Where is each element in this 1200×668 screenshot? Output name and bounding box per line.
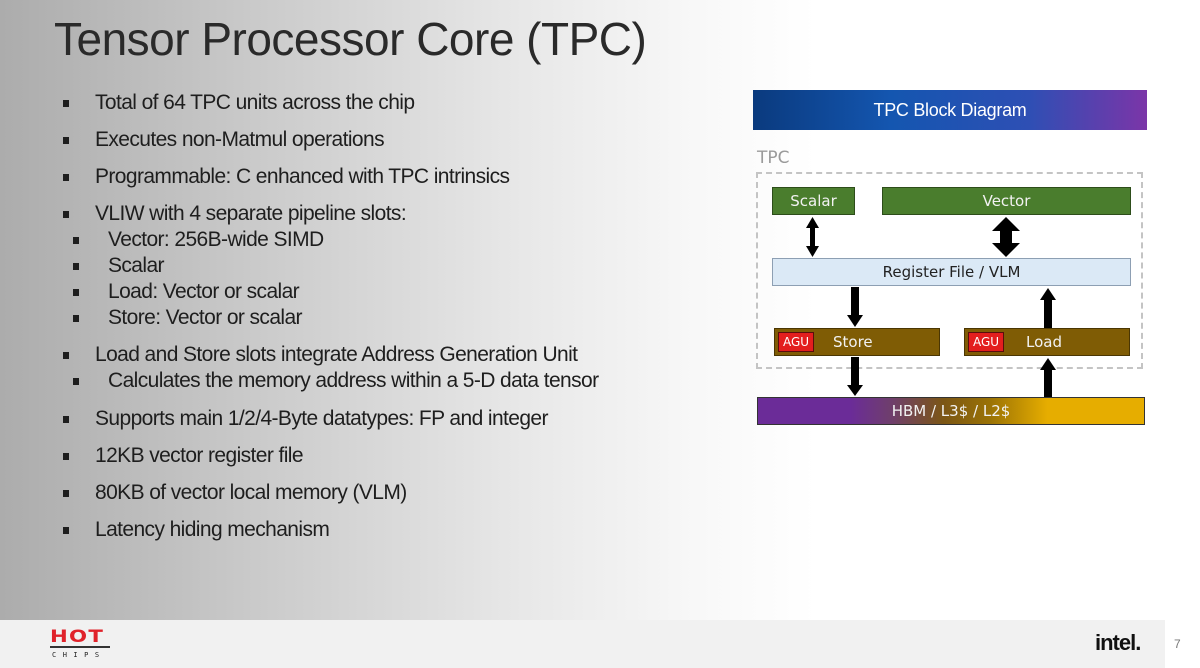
bullet-item: Executes non-Matmul operations [62,127,712,153]
intel-logo: intel. [1095,630,1141,655]
memory-block: HBM / L3$ / L2$ [757,397,1145,425]
vector-block: Vector [882,187,1131,215]
hot-chips-logo: HOT CHIPS [50,629,112,661]
bullet-item: Latency hiding mechanism [62,517,712,543]
bullet-item: VLIW with 4 separate pipeline slots: [62,201,712,227]
sub-bullet-item: Calculates the memory address within a 5… [62,368,712,394]
store-label: Store [833,333,873,351]
agu-badge: AGU [778,332,814,352]
sub-bullet-item: Store: Vector or scalar [62,305,712,331]
scalar-block: Scalar [772,187,855,215]
sub-bullet-item: Scalar [62,253,712,279]
bullet-item: 12KB vector register file [62,443,712,469]
bullet-item: Total of 64 TPC units across the chip [62,90,712,116]
bullet-list: Total of 64 TPC units across the chip Ex… [62,88,712,543]
tpc-container-label: TPC [757,148,790,168]
bullet-item: 80KB of vector local memory (VLM) [62,480,712,506]
tpc-container-border [756,172,1143,369]
agu-badge: AGU [968,332,1004,352]
sub-bullet-item: Vector: 256B-wide SIMD [62,227,712,253]
footer-bar [0,620,1165,668]
bullet-item: Programmable: C enhanced with TPC intrin… [62,164,712,190]
slide-title: Tensor Processor Core (TPC) [54,13,647,65]
bullet-item: Load and Store slots integrate Address G… [62,342,712,368]
hot-chips-logo-bottom: CHIPS [52,651,106,659]
sub-bullet-item: Load: Vector or scalar [62,279,712,305]
hot-chips-logo-bar [50,646,110,648]
diagram-header: TPC Block Diagram [753,90,1147,130]
hot-chips-logo-top: HOT [50,627,105,647]
register-file-block: Register File / VLM [772,258,1131,286]
bullet-item: Supports main 1/2/4-Byte datatypes: FP a… [62,406,712,432]
load-block: AGU Load [964,328,1130,356]
page-number: 7 [1174,637,1181,651]
load-label: Load [1026,333,1062,351]
store-block: AGU Store [774,328,940,356]
